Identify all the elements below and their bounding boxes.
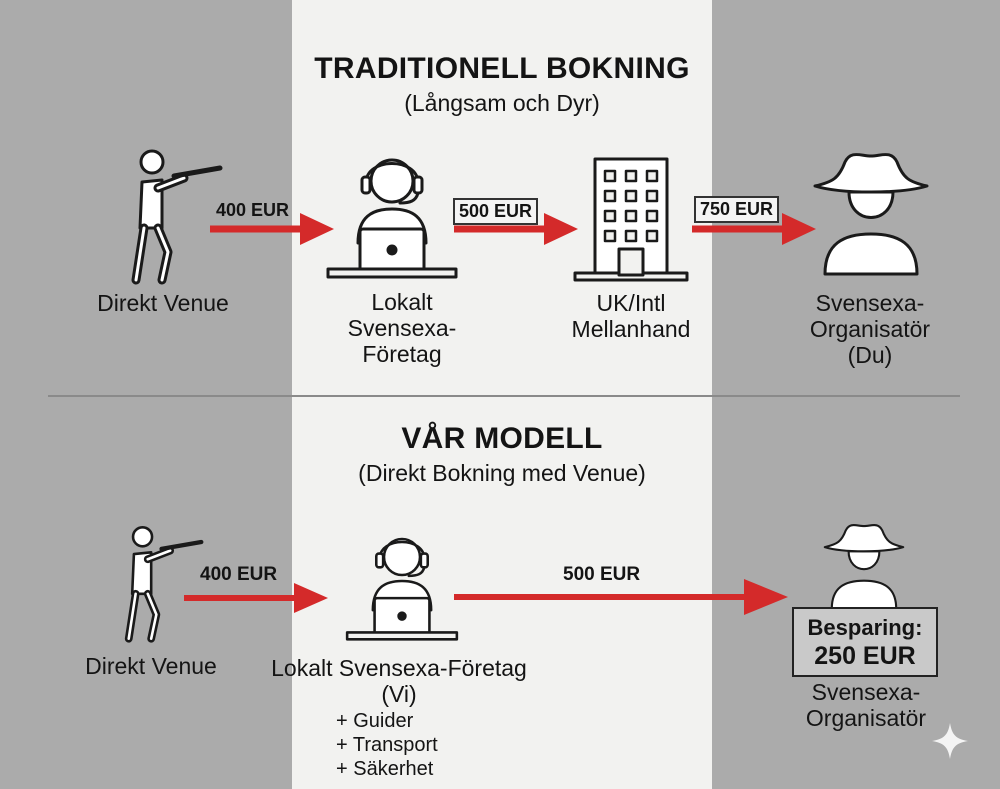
node-label-local-company: Lokalt Svensexa- Företag <box>347 289 457 367</box>
shooter-icon <box>131 149 223 285</box>
arrow-local-to-intermediary <box>454 213 578 245</box>
arrow-venue-to-us <box>184 583 328 613</box>
savings-amount: 250 EUR <box>814 642 916 670</box>
person-hat-icon <box>823 524 905 610</box>
price-venue-to-us: 400 EUR <box>200 564 278 585</box>
extra-item-transport: + Transport <box>336 734 438 756</box>
support-agent-icon <box>345 537 459 641</box>
traditional-title: TRADITIONELL BOKNING <box>314 52 690 85</box>
center-highlight-band <box>292 0 712 789</box>
price-venue-to-local: 400 EUR <box>216 200 290 220</box>
arrow-venue-to-local <box>210 213 334 245</box>
arrow-intermediary-to-organizer <box>692 213 816 245</box>
price-local-to-intermediary: 500 EUR <box>453 198 539 225</box>
savings-label: Besparing: <box>807 615 923 640</box>
node-label-organizer: Svensexa- Organisatör <box>805 679 927 731</box>
office-building-icon <box>573 157 689 282</box>
savings-box: Besparing: 250 EUR <box>792 607 938 677</box>
shooter-icon <box>124 526 204 643</box>
included-extras-list: + Guider + Transport + Säkerhet <box>336 709 438 781</box>
person-hat-icon <box>813 153 929 276</box>
traditional-subtitle: (Långsam och Dyr) <box>404 90 600 116</box>
arrow-us-to-organizer <box>454 579 788 615</box>
our-model-title: VÅR MODELL <box>401 422 603 455</box>
extra-item-security: + Säkerhet <box>336 758 434 780</box>
node-label-direct-venue: Direkt Venue <box>85 653 217 679</box>
node-label-direct-venue: Direkt Venue <box>97 290 229 316</box>
node-label-organizer-you: Svensexa- Organisatör (Du) <box>809 290 931 368</box>
price-intermediary-to-organizer: 750 EUR <box>694 196 780 223</box>
node-label-local-company-us: Lokalt Svensexa-Företag (Vi) <box>271 655 527 707</box>
section-divider <box>48 395 960 397</box>
our-model-subtitle: (Direkt Bokning med Venue) <box>358 460 646 486</box>
price-us-to-organizer: 500 EUR <box>563 564 641 585</box>
support-agent-icon <box>326 158 458 279</box>
extra-item-guides: + Guider <box>336 710 414 732</box>
node-label-intermediary: UK/Intl Mellanhand <box>571 290 691 342</box>
sparkle-icon <box>932 723 968 759</box>
